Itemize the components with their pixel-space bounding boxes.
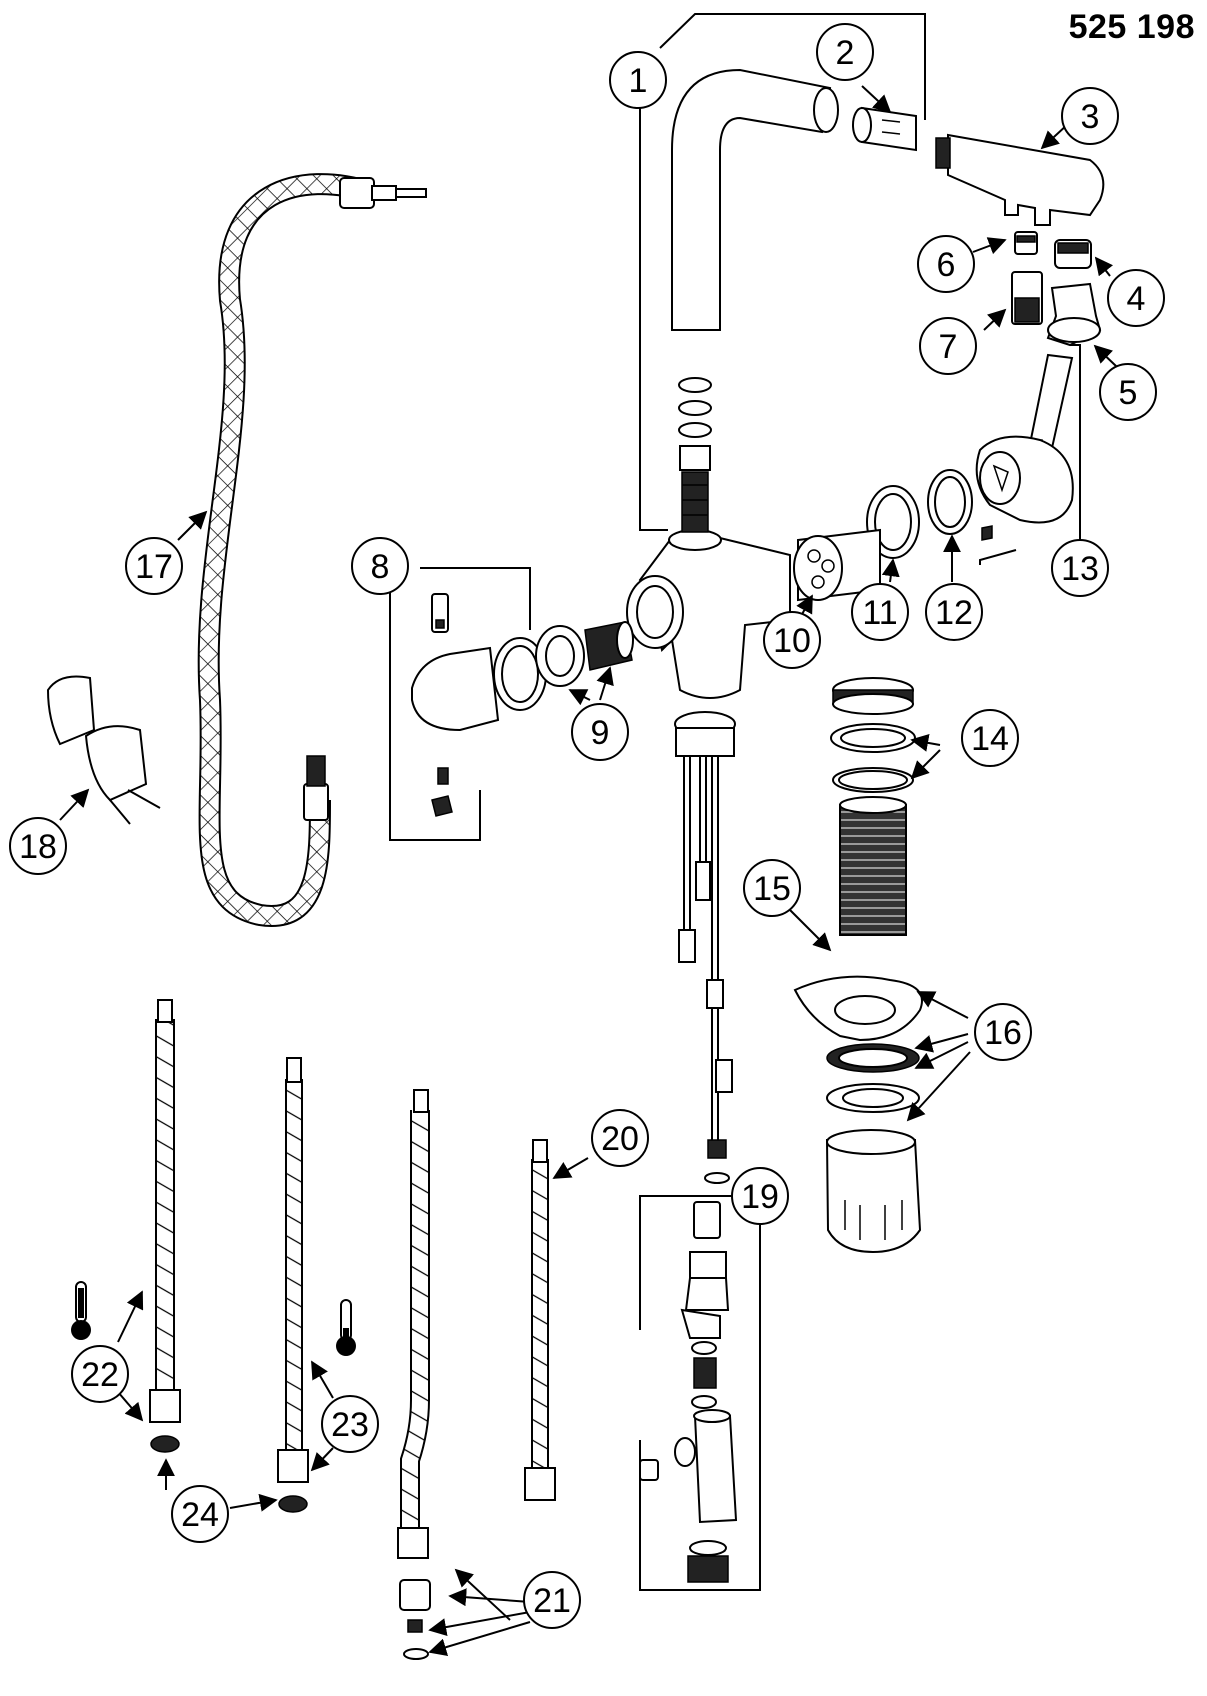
svg-text:13: 13	[1061, 550, 1099, 588]
pull-out-hose	[197, 173, 427, 927]
svg-text:6: 6	[937, 246, 956, 284]
callout-18: 18	[9, 817, 67, 875]
part-number-title: 525 198	[1068, 8, 1195, 46]
svg-text:23: 23	[331, 1406, 369, 1444]
callout-17: 17	[125, 537, 183, 595]
lever-handle	[1028, 353, 1074, 451]
valve-body	[626, 529, 791, 699]
cartridge	[793, 528, 881, 602]
washer-stack-16	[825, 1043, 922, 1254]
svg-text:10: 10	[773, 622, 811, 660]
callout-3: 3	[1061, 87, 1119, 145]
supply-hose-20	[524, 1139, 556, 1501]
hot-thermometer-icon	[71, 1281, 91, 1340]
aerator-large	[1054, 239, 1092, 269]
callout-13: 13	[1051, 539, 1109, 597]
svg-text:5: 5	[1119, 374, 1138, 412]
callout-8: 8	[351, 537, 409, 595]
callout-4: 4	[1107, 269, 1165, 327]
callout-14: 14	[961, 709, 1019, 767]
svg-text:2: 2	[836, 34, 855, 72]
callout-2: 2	[816, 23, 874, 81]
svg-text:21: 21	[533, 1582, 571, 1620]
svg-text:22: 22	[81, 1356, 119, 1394]
ring-12	[927, 469, 973, 535]
svg-text:19: 19	[741, 1178, 779, 1216]
svg-text:1: 1	[629, 62, 648, 100]
insert-5	[1046, 282, 1102, 347]
handle-body	[975, 435, 1074, 541]
spout	[671, 68, 839, 331]
svg-text:4: 4	[1127, 280, 1146, 318]
callout-5: 5	[1099, 363, 1157, 421]
callout-7: 7	[919, 317, 977, 375]
callout-16: 16	[974, 1003, 1032, 1061]
supply-hose-hot	[149, 999, 181, 1453]
sleeve-part	[852, 106, 917, 152]
svg-text:18: 18	[19, 828, 57, 866]
svg-text:8: 8	[371, 548, 390, 586]
o-ring-stack	[678, 377, 712, 533]
threaded-sleeve	[839, 796, 907, 936]
check-valve-assembly	[639, 1201, 738, 1583]
hose-clip	[46, 675, 161, 825]
callout-19: 19	[731, 1167, 789, 1225]
side-cartridge	[584, 621, 634, 671]
cold-thermometer-icon	[336, 1299, 356, 1356]
supply-hose-center	[397, 1089, 431, 1660]
svg-text:16: 16	[984, 1014, 1022, 1052]
svg-text:24: 24	[181, 1496, 219, 1534]
callout-23: 23	[321, 1395, 379, 1453]
spray-head	[935, 133, 1105, 226]
svg-text:11: 11	[862, 594, 897, 632]
callout-20: 20	[591, 1109, 649, 1167]
svg-text:9: 9	[591, 714, 610, 752]
svg-text:7: 7	[939, 328, 958, 366]
mounting-plate	[793, 975, 923, 1042]
callout-6: 6	[917, 235, 975, 293]
leader-arrows	[59, 85, 1117, 1656]
svg-text:17: 17	[135, 548, 173, 586]
callout-21: 21	[523, 1571, 581, 1629]
callout-11: 11	[851, 583, 909, 641]
svg-text:12: 12	[935, 594, 973, 632]
callout-1: 1	[609, 51, 667, 109]
callout-24: 24	[171, 1485, 229, 1543]
svg-text:14: 14	[971, 720, 1009, 758]
callout-22: 22	[71, 1345, 129, 1403]
svg-text:3: 3	[1081, 98, 1100, 136]
supply-hose-cold	[277, 1057, 309, 1513]
lower-shank-tubes	[674, 711, 736, 1184]
callout-9: 9	[571, 703, 629, 761]
callout-12: 12	[925, 583, 983, 641]
svg-text:20: 20	[601, 1120, 639, 1158]
callout-10: 10	[763, 611, 821, 669]
insert-7	[1011, 271, 1043, 325]
callout-15: 15	[743, 859, 801, 917]
side-ring	[493, 637, 547, 711]
aerator-small	[1014, 231, 1038, 255]
side-nut	[535, 625, 585, 687]
svg-text:15: 15	[753, 870, 791, 908]
mounting-parts-14	[830, 677, 916, 793]
side-handle	[411, 593, 500, 817]
